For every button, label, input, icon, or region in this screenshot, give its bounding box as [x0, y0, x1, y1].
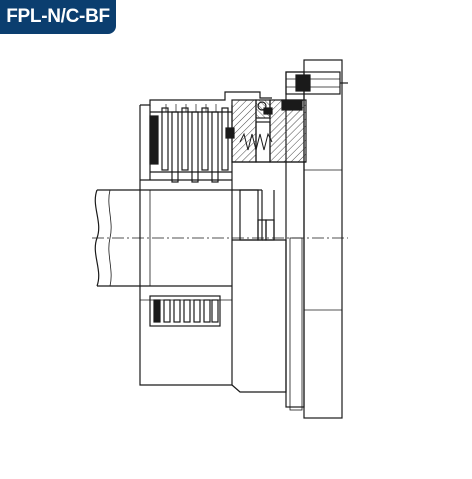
shaft	[94, 189, 140, 287]
seal-ring	[225, 107, 273, 139]
friction-disc-pack-upper	[149, 104, 232, 183]
model-label-badge: FPL-N/C-BF	[0, 0, 116, 34]
bearing-bushing	[239, 189, 275, 241]
friction-disc-pack-lower	[149, 295, 221, 327]
mounting-bolt	[285, 71, 348, 95]
return-spring	[239, 132, 273, 151]
model-label: FPL-N/C-BF	[6, 6, 110, 27]
